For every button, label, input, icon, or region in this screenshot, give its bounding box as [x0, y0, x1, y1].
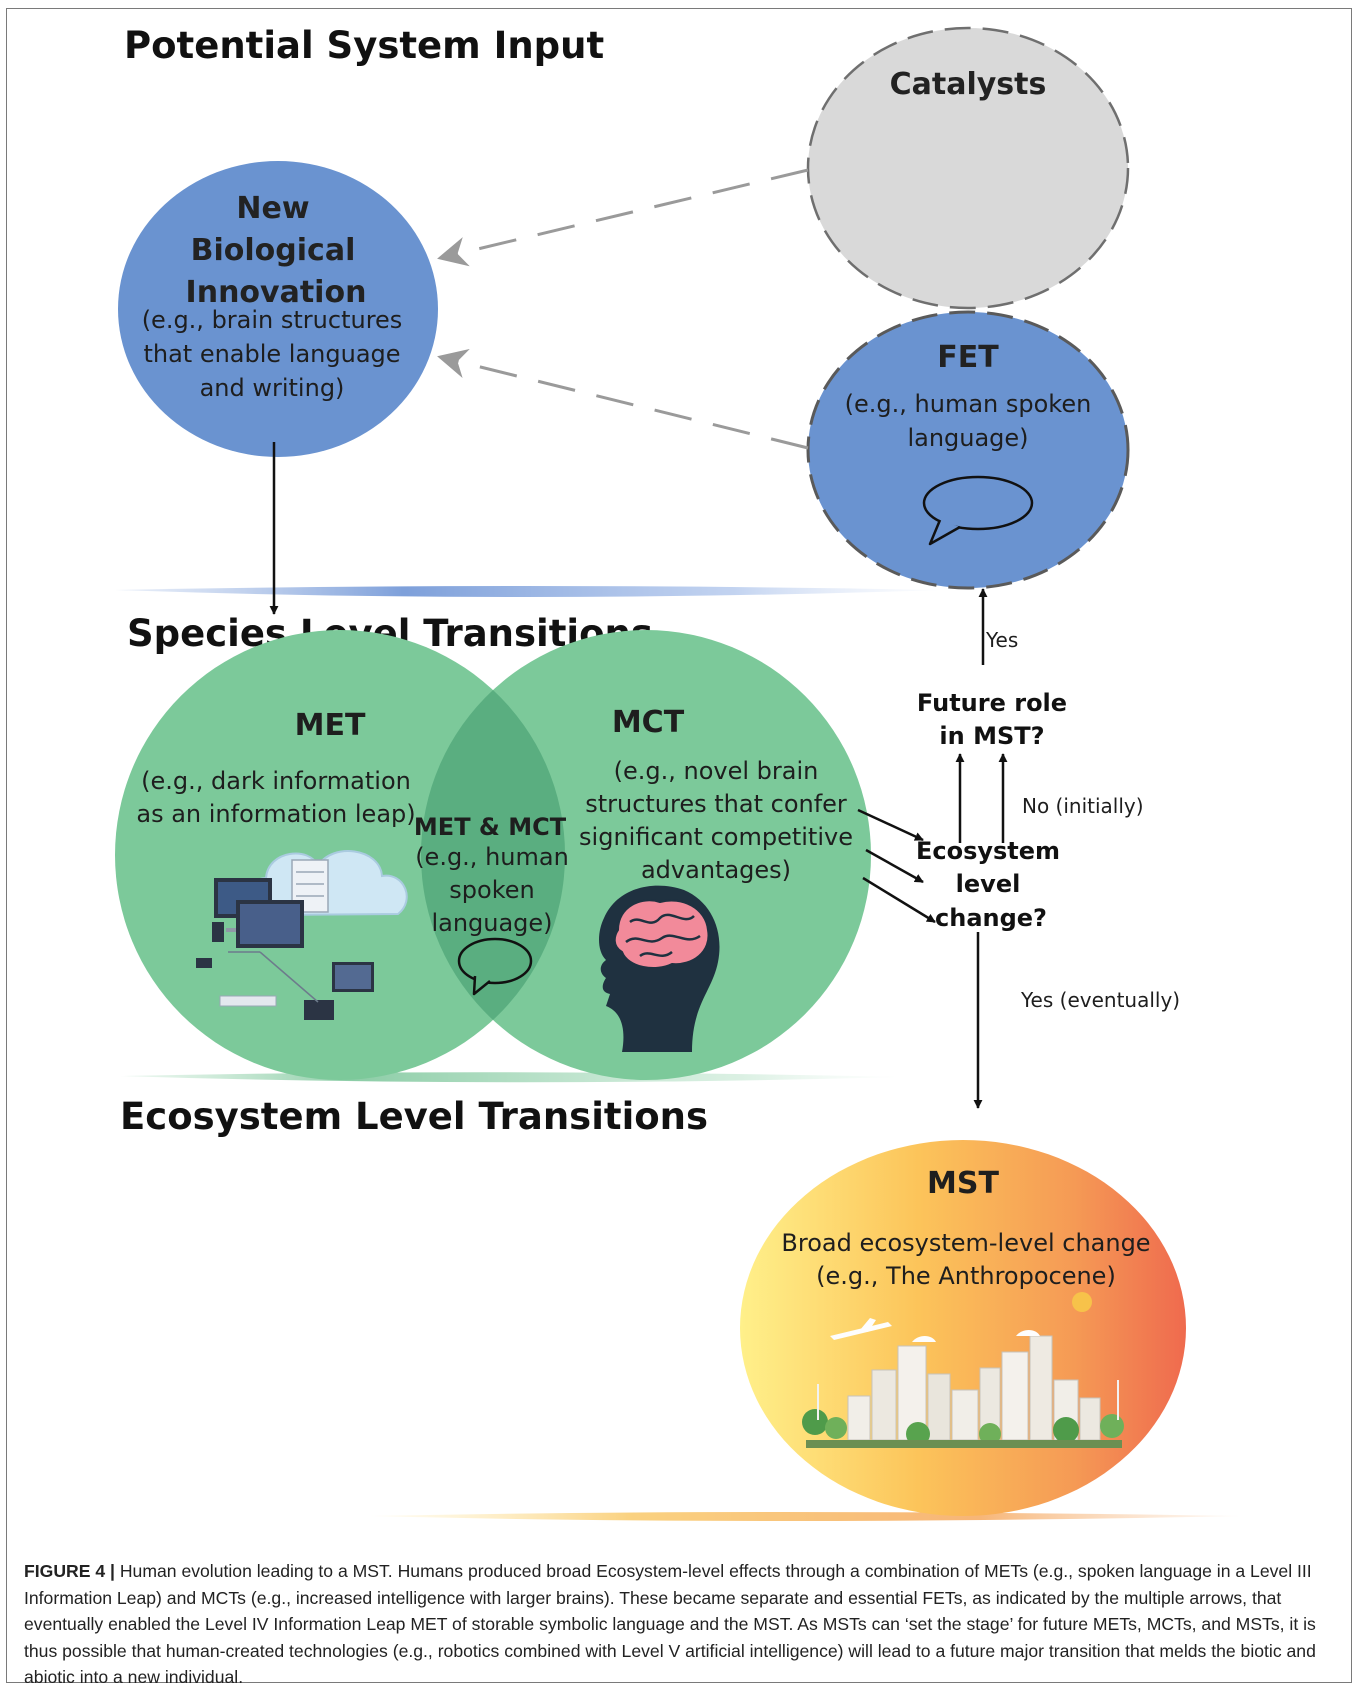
- mct-title: MCT: [612, 705, 685, 740]
- mst-desc-line-2: (e.g., The Anthropocene): [816, 1262, 1116, 1290]
- new-bio-desc-line-2: that enable language: [143, 340, 400, 368]
- mst-desc-line-1: Broad ecosystem-level change: [781, 1229, 1150, 1257]
- new-biological-innovation-node: [118, 161, 438, 457]
- new-bio-desc-line-1: (e.g., brain structures: [142, 306, 403, 334]
- eco-change-line-1: Ecosystem: [916, 837, 1060, 865]
- overlap-speech-bubble-icon: [457, 937, 533, 996]
- catalysts-title: Catalysts: [890, 67, 1047, 102]
- caption-text: Human evolution leading to a MST. Humans…: [24, 1561, 1316, 1687]
- ecosystem-divider-band: [120, 1072, 900, 1083]
- mct-desc-line-4: advantages): [641, 856, 791, 884]
- fet-title: FET: [937, 340, 999, 375]
- mct-to-eco-arrow-1: [857, 808, 924, 842]
- met-desc-line-1: (e.g., dark information: [141, 767, 411, 795]
- fet-to-innovation-arrow: [437, 348, 809, 450]
- met-mct-overlap: [420, 690, 566, 1020]
- speech-bubble-icon: [922, 475, 1034, 546]
- met-mct-desc-line-2: spoken: [449, 876, 534, 904]
- new-bio-title-line-2: Biological: [191, 233, 356, 268]
- diagram: Potential System Input Species Level Tra…: [115, 24, 1240, 1521]
- species-divider-band: [115, 586, 940, 597]
- mct-to-eco-arrow-3: [862, 876, 936, 924]
- mct-desc-line-3: significant competitive: [579, 823, 853, 851]
- met-desc-line-2: as an information leap): [136, 800, 415, 828]
- mct-desc-line-2: structures that confer: [585, 790, 847, 818]
- met-mct-title: MET & MCT: [414, 813, 567, 841]
- met-mct-desc-line-1: (e.g., human: [415, 843, 569, 871]
- future-role-line-2: in MST?: [939, 722, 1044, 750]
- mct-to-eco-arrow-2: [865, 848, 924, 884]
- section-heading-potential: Potential System Input: [124, 24, 604, 67]
- caption-label: FIGURE 4 |: [24, 1561, 115, 1581]
- new-bio-desc-line-3: and writing): [200, 374, 345, 402]
- mct-desc-line-1: (e.g., novel brain: [614, 757, 819, 785]
- catalysts-node: [806, 26, 1130, 310]
- fet-desc-line-1: (e.g., human spoken: [845, 390, 1092, 418]
- yes-eventually-label: Yes (eventually): [1020, 988, 1180, 1012]
- mst-base-band: [370, 1512, 1240, 1521]
- city-skyline-icon: [802, 1292, 1124, 1448]
- mst-title: MST: [927, 1166, 999, 1201]
- new-bio-title-line-3: Innovation: [186, 275, 367, 310]
- met-mct-desc-line-3: language): [431, 909, 552, 937]
- no-initially-label: No (initially): [1022, 794, 1144, 818]
- eco-change-line-3: change?: [935, 904, 1047, 932]
- catalysts-to-innovation-arrow: [437, 168, 809, 267]
- fet-node: [806, 310, 1130, 590]
- figure-caption: FIGURE 4 | Human evolution leading to a …: [24, 1558, 1336, 1691]
- future-role-line-1: Future role: [917, 689, 1067, 717]
- brain-head-icon: [599, 885, 720, 1052]
- new-bio-title-line-1: New: [236, 191, 309, 226]
- met-title: MET: [295, 708, 366, 743]
- yes-label: Yes: [985, 628, 1018, 652]
- fet-desc-line-2: language): [907, 424, 1028, 452]
- figure-frame: [6, 8, 1352, 1683]
- eco-change-line-2: level: [956, 870, 1021, 898]
- section-heading-ecosystem: Ecosystem Level Transitions: [120, 1095, 708, 1138]
- cloud-computing-icon: [196, 850, 408, 1020]
